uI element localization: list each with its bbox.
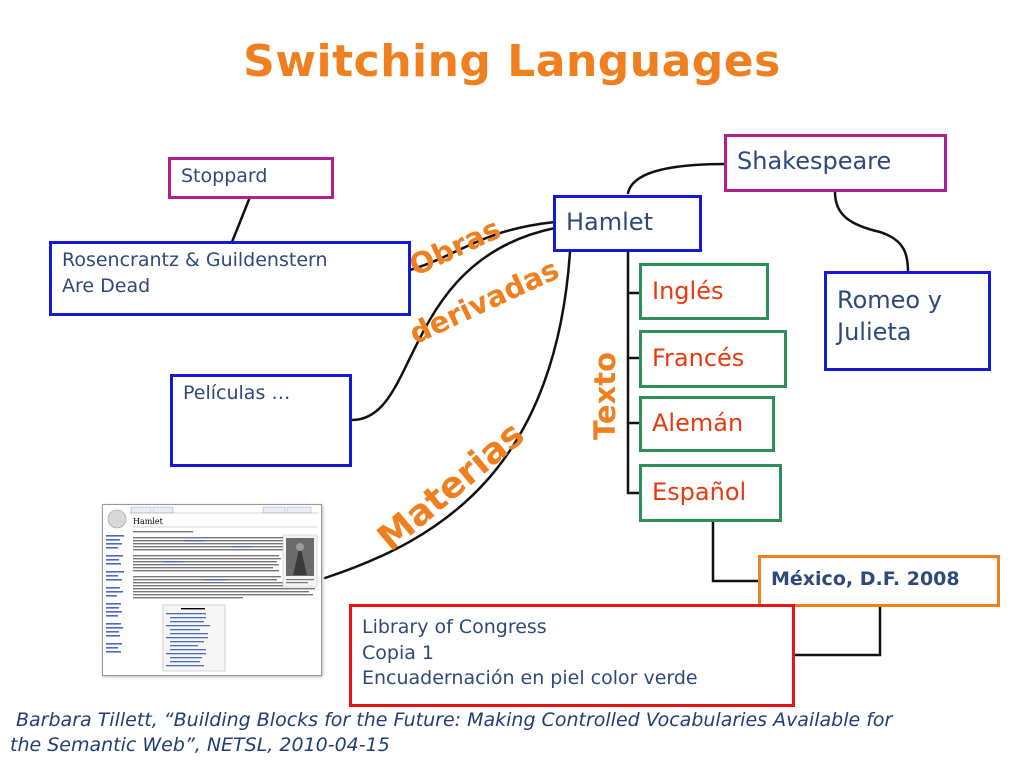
caption-line2: the Semantic Web”, NETSL, 2010-04-15 (10, 733, 390, 756)
label-texto: Texto (588, 351, 622, 440)
node-espanol: Español (639, 464, 782, 522)
wikipedia-page-thumbnail[interactable]: Hamlet (102, 504, 322, 676)
link-rosencrantz-hamlet (408, 220, 557, 272)
node-romeo-line1: Romeo y (837, 286, 942, 314)
node-library: Library of Congress Copia 1 Encuadernaci… (349, 604, 795, 707)
node-frances: Francés (639, 330, 787, 388)
link-shakespeare-romeo (833, 190, 910, 274)
caption-line1: Barbara Tillett, “Building Blocks for th… (16, 709, 893, 731)
node-ingles: Inglés (639, 263, 769, 320)
link-stoppard-rosencrantz (230, 195, 252, 244)
node-espanol-label: Español (652, 478, 747, 506)
link-peliculas-hamlet (350, 226, 557, 422)
node-mexico: México, D.F. 2008 (758, 555, 1000, 607)
citation-caption: Barbara Tillett, “Building Blocks for th… (10, 708, 1010, 757)
node-aleman-label: Alemán (652, 409, 744, 437)
slide-title: Switching Languages (243, 36, 781, 87)
node-rosencrantz-line1: Rosencrantz & Guildenstern (62, 249, 328, 271)
node-rosencrantz-line2: Are Dead (62, 274, 151, 297)
node-library-line1: Library of Congress (362, 616, 547, 638)
node-peliculas-label: Películas … (183, 382, 291, 404)
thumbnail-heading: Hamlet (133, 517, 164, 526)
node-romeo-julieta: Romeo y Julieta (824, 271, 991, 371)
node-stoppard-label: Stoppard (181, 165, 268, 187)
node-aleman: Alemán (639, 396, 775, 452)
node-library-line2: Copia 1 (362, 641, 435, 664)
link-hamlet-shakespeare (626, 162, 728, 195)
node-ingles-label: Inglés (652, 277, 724, 305)
wikipedia-page-screenshot-icon: Hamlet (103, 505, 321, 675)
node-romeo-line2: Julieta (837, 318, 912, 347)
link-espanol-mexico (711, 519, 762, 583)
node-shakespeare: Shakespeare (724, 134, 947, 192)
node-peliculas: Películas … (170, 374, 352, 467)
node-frances-label: Francés (652, 344, 745, 372)
link-thumbnail-hamlet (323, 250, 572, 580)
node-hamlet-label: Hamlet (566, 208, 653, 236)
node-library-line3: Encuadernación en piel color verde (362, 667, 698, 690)
node-hamlet: Hamlet (553, 195, 702, 252)
link-mexico-library (793, 604, 882, 657)
node-rosencrantz: Rosencrantz & Guildenstern Are Dead (49, 241, 411, 316)
node-stoppard: Stoppard (168, 157, 334, 199)
node-mexico-label: México, D.F. 2008 (771, 568, 960, 590)
node-shakespeare-label: Shakespeare (737, 147, 892, 175)
